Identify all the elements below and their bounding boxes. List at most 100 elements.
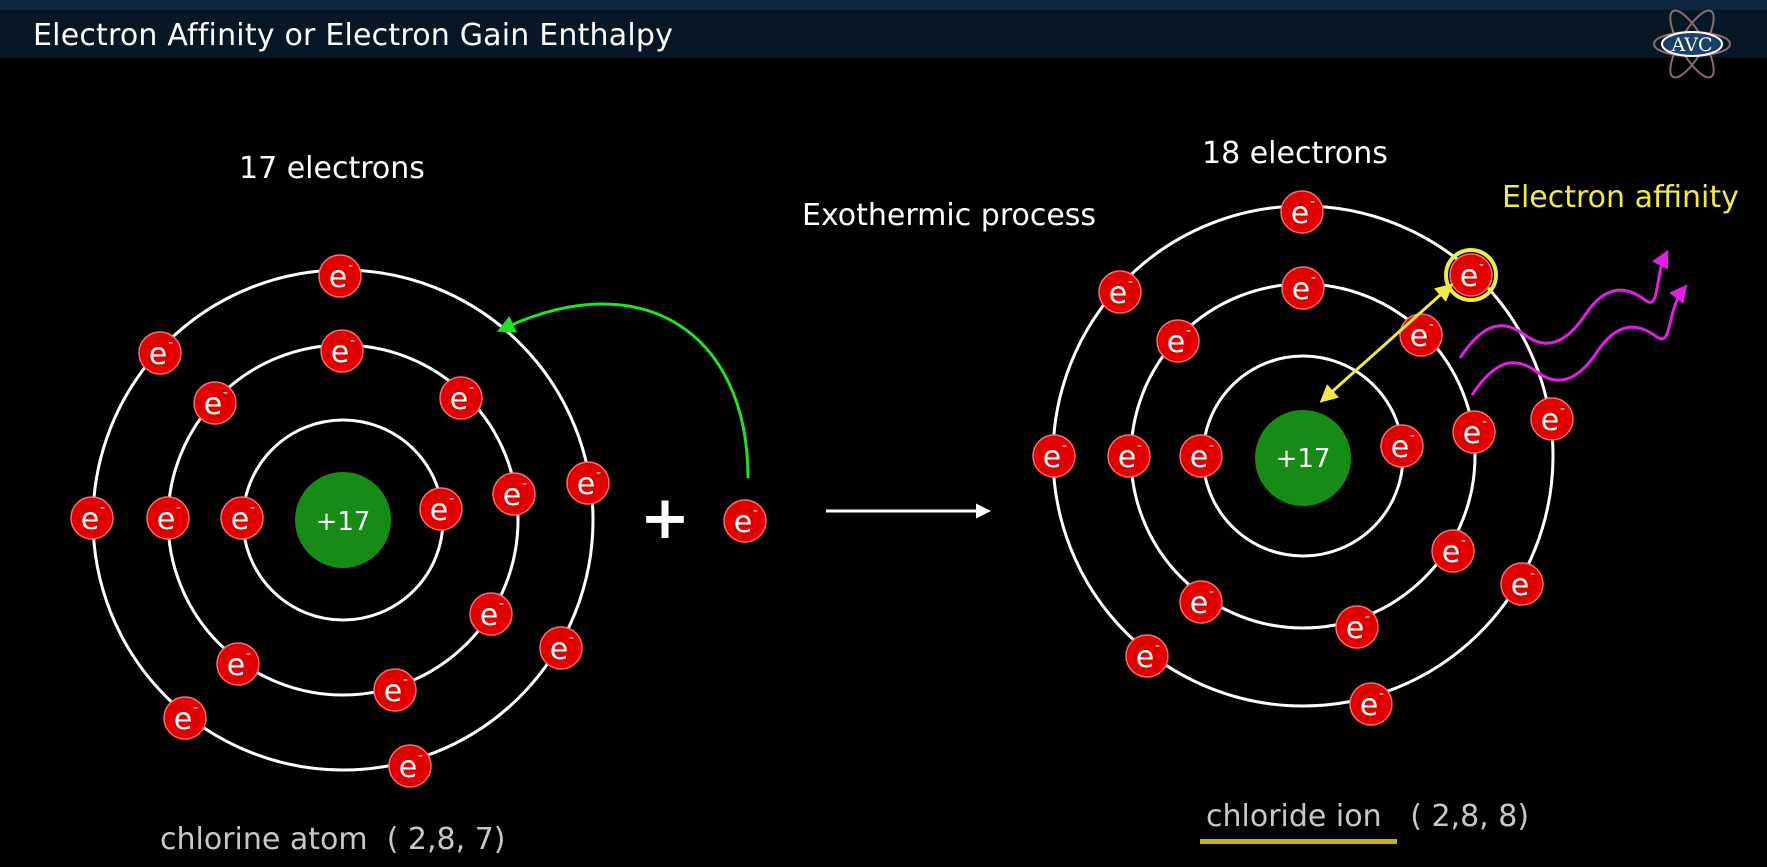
nucleus bbox=[295, 472, 391, 568]
svg-text:e: e bbox=[157, 502, 175, 537]
svg-text:e: e bbox=[331, 335, 349, 370]
logo-text: AVC bbox=[1670, 34, 1712, 56]
electron: e- bbox=[1380, 424, 1424, 468]
added-electron-highlight bbox=[1444, 248, 1498, 302]
caption-config: ( 2,8, 8) bbox=[1410, 799, 1530, 834]
svg-text:e: e bbox=[1190, 440, 1208, 475]
caption-config: ( 2,8, 7) bbox=[386, 822, 506, 857]
svg-text:-: - bbox=[403, 672, 408, 688]
electron: e- bbox=[1335, 605, 1379, 649]
svg-text:e: e bbox=[1043, 440, 1061, 475]
electron: e- bbox=[469, 592, 513, 636]
svg-text:-: - bbox=[223, 385, 228, 401]
electron: e- bbox=[70, 496, 114, 540]
electron: e- bbox=[566, 461, 610, 505]
svg-text:-: - bbox=[1310, 194, 1315, 210]
electron: e- bbox=[1500, 562, 1544, 606]
chlorine-atom: +17 e-e-e-e-e-e-e-e-e-e-e-e-e-e-e-e-e- bbox=[70, 254, 610, 788]
svg-text:-: - bbox=[1365, 609, 1370, 625]
nucleus-label: +17 bbox=[1276, 444, 1331, 474]
svg-text:e: e bbox=[1541, 403, 1559, 438]
svg-text:-: - bbox=[1311, 270, 1316, 286]
svg-text:-: - bbox=[596, 465, 601, 481]
electron: e- bbox=[320, 329, 364, 373]
svg-text:e: e bbox=[1511, 568, 1529, 603]
svg-text:e: e bbox=[430, 493, 448, 528]
electron: e- bbox=[1125, 634, 1169, 678]
svg-text:e: e bbox=[1109, 276, 1127, 311]
svg-text:e: e bbox=[1410, 319, 1428, 354]
svg-text:-: - bbox=[1186, 323, 1191, 339]
electron: e- bbox=[216, 642, 260, 686]
svg-text:e: e bbox=[1292, 272, 1310, 307]
distance-arrow bbox=[1319, 283, 1454, 403]
svg-text:-: - bbox=[1482, 414, 1487, 430]
electron: e- bbox=[1349, 682, 1393, 726]
svg-text:-: - bbox=[176, 500, 181, 516]
svg-text:e: e bbox=[734, 505, 752, 540]
electron-affinity-label: Electron affinity bbox=[1502, 180, 1739, 215]
svg-text:e: e bbox=[450, 382, 468, 417]
electron: e- bbox=[492, 472, 536, 516]
svg-text:e: e bbox=[577, 467, 595, 502]
electron: e- bbox=[1452, 410, 1496, 454]
svg-text:-: - bbox=[449, 491, 454, 507]
electron: e- bbox=[1032, 434, 1076, 478]
caption-name: chlorine atom bbox=[160, 822, 368, 857]
chlorine-atom-caption: chlorine atom ( 2,8, 7) bbox=[160, 822, 506, 857]
svg-text:e: e bbox=[1460, 259, 1478, 294]
electron: e- bbox=[1281, 266, 1325, 310]
svg-text:-: - bbox=[499, 596, 504, 612]
svg-text:-: - bbox=[1530, 566, 1535, 582]
electron: e- bbox=[1107, 434, 1151, 478]
svg-text:e: e bbox=[1118, 440, 1136, 475]
chloride-ion-caption: chloride ion ( 2,8, 8) bbox=[1206, 799, 1529, 834]
electron: e- bbox=[419, 487, 463, 531]
free-electron: e- bbox=[723, 499, 767, 543]
svg-text:-: - bbox=[246, 646, 251, 662]
right-electron-count: 18 electrons bbox=[1202, 136, 1388, 171]
svg-text:-: - bbox=[418, 748, 423, 764]
svg-text:e: e bbox=[480, 598, 498, 633]
electron: e- bbox=[1399, 313, 1443, 357]
electron: e- bbox=[1280, 190, 1324, 234]
electron: e- bbox=[220, 496, 264, 540]
electron: e- bbox=[318, 254, 362, 298]
svg-text:e: e bbox=[1190, 586, 1208, 621]
svg-text:-: - bbox=[1461, 533, 1466, 549]
svg-text:e: e bbox=[174, 702, 192, 737]
svg-text:-: - bbox=[350, 333, 355, 349]
svg-text:e: e bbox=[1463, 416, 1481, 451]
electron: e- bbox=[1156, 319, 1200, 363]
svg-text:e: e bbox=[329, 260, 347, 295]
incoming-electron-arrow bbox=[496, 302, 750, 479]
svg-text:-: - bbox=[1209, 584, 1214, 600]
svg-text:-: - bbox=[753, 503, 758, 519]
svg-text:-: - bbox=[1062, 438, 1067, 454]
electron: e- bbox=[163, 696, 207, 740]
electron-group: e-e-e-e-e-e-e-e-e-e-e-e-e-e-e-e-e-e- bbox=[1032, 190, 1574, 726]
energy-wave-2 bbox=[1470, 284, 1688, 396]
svg-text:-: - bbox=[1137, 438, 1142, 454]
svg-text:e: e bbox=[384, 674, 402, 709]
svg-text:e: e bbox=[1360, 688, 1378, 723]
title-bar bbox=[0, 10, 1767, 58]
svg-text:e: e bbox=[1167, 325, 1185, 360]
electron: e- bbox=[388, 744, 432, 788]
electron: e- bbox=[539, 626, 583, 670]
svg-text:e: e bbox=[1391, 430, 1409, 465]
top-accent-bar bbox=[0, 0, 1767, 10]
electron: e- bbox=[1179, 434, 1223, 478]
electron: e- bbox=[1449, 253, 1493, 297]
svg-text:e: e bbox=[227, 648, 245, 683]
electron: e- bbox=[1179, 580, 1223, 624]
svg-text:-: - bbox=[522, 476, 527, 492]
nucleus-label: +17 bbox=[316, 507, 371, 537]
page-title: Electron Affinity or Electron Gain Entha… bbox=[33, 18, 674, 53]
electron: e- bbox=[373, 668, 417, 712]
left-electron-count: 17 electrons bbox=[239, 151, 425, 186]
electron: e- bbox=[1431, 529, 1475, 573]
svg-text:-: - bbox=[1155, 638, 1160, 654]
svg-text:-: - bbox=[193, 700, 198, 716]
